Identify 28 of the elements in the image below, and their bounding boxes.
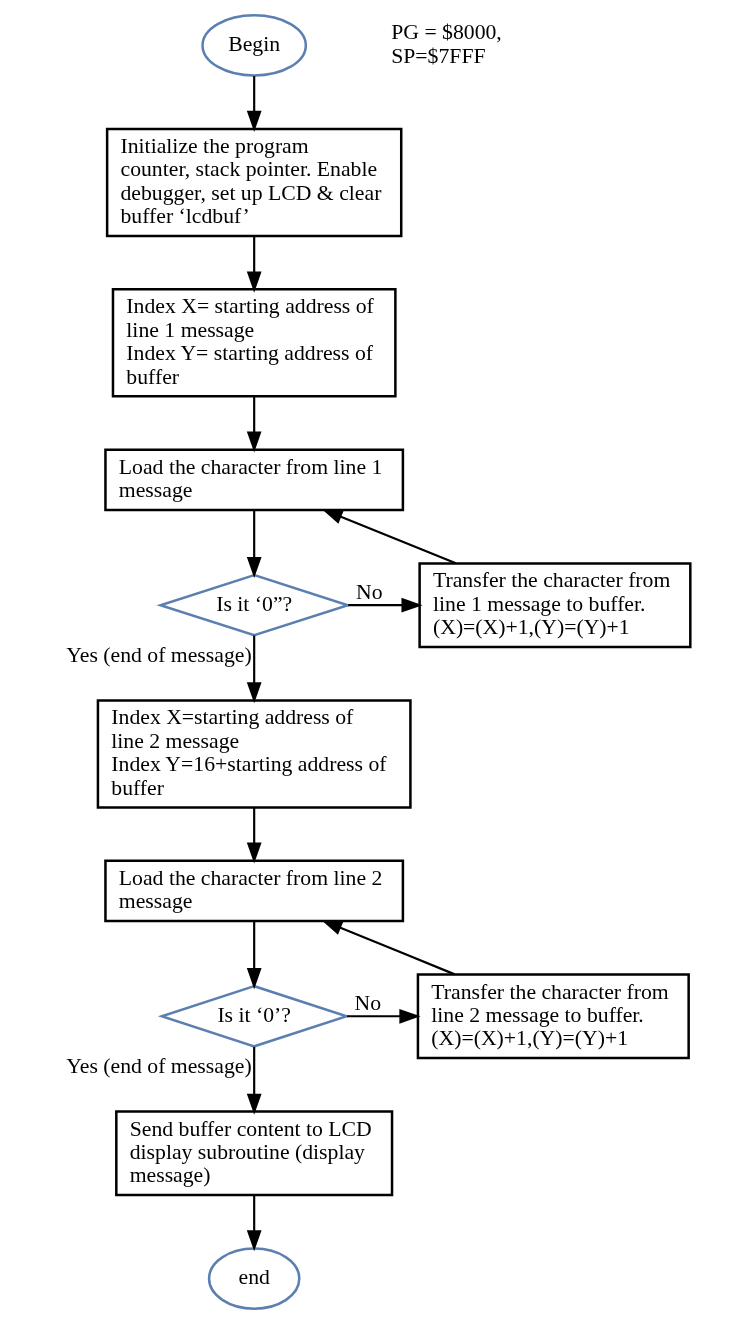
- node-box: Load the character from line 1 message: [104, 448, 405, 512]
- arrow: [246, 635, 262, 704]
- label: PG = $8000, SP=$7FFF: [391, 20, 502, 68]
- arrow: [246, 235, 262, 293]
- node-box: Transfer the character from line 2 message to buffer. (X)=(X)+1,(Y)=(Y)+1: [416, 973, 690, 1060]
- arrow: [246, 1195, 262, 1252]
- node-box: Index X=starting address of line 2 message Index Y=16+starting address of buffer: [96, 699, 412, 809]
- arrow: [246, 807, 262, 864]
- arrow: [246, 396, 262, 453]
- edge-label: Yes (end of message): [66, 643, 252, 667]
- node-box: Load the character from line 2 message: [104, 859, 405, 923]
- arrow: [321, 919, 456, 976]
- arrow: [246, 76, 262, 132]
- arrow: [347, 1008, 421, 1024]
- arrow: [246, 510, 262, 579]
- node-box: Transfer the character from line 1 message to buffer. (X)=(X)+1,(Y)=(Y)+1: [418, 562, 692, 649]
- arrow: [246, 1046, 262, 1115]
- edge-label: No: [354, 991, 381, 1016]
- arrow: [348, 597, 423, 613]
- arrow: [321, 508, 457, 565]
- node-box: Initialize the program counter, stack pointer. Enable debugger, set up LCD & clear buffer ‘lcdbuf’: [105, 127, 403, 238]
- node-box: Index X= starting address of line 1 message Index Y= starting address of buffer: [111, 288, 397, 398]
- node-box: Send buffer content to LCD display subroutine (display message): [115, 1110, 394, 1197]
- edge-label: No: [356, 580, 383, 605]
- node-ellipse: Begin: [201, 14, 308, 77]
- node-ellipse: end: [207, 1247, 301, 1310]
- edge-label: Yes (end of message): [66, 1054, 252, 1079]
- arrow: [246, 921, 262, 990]
